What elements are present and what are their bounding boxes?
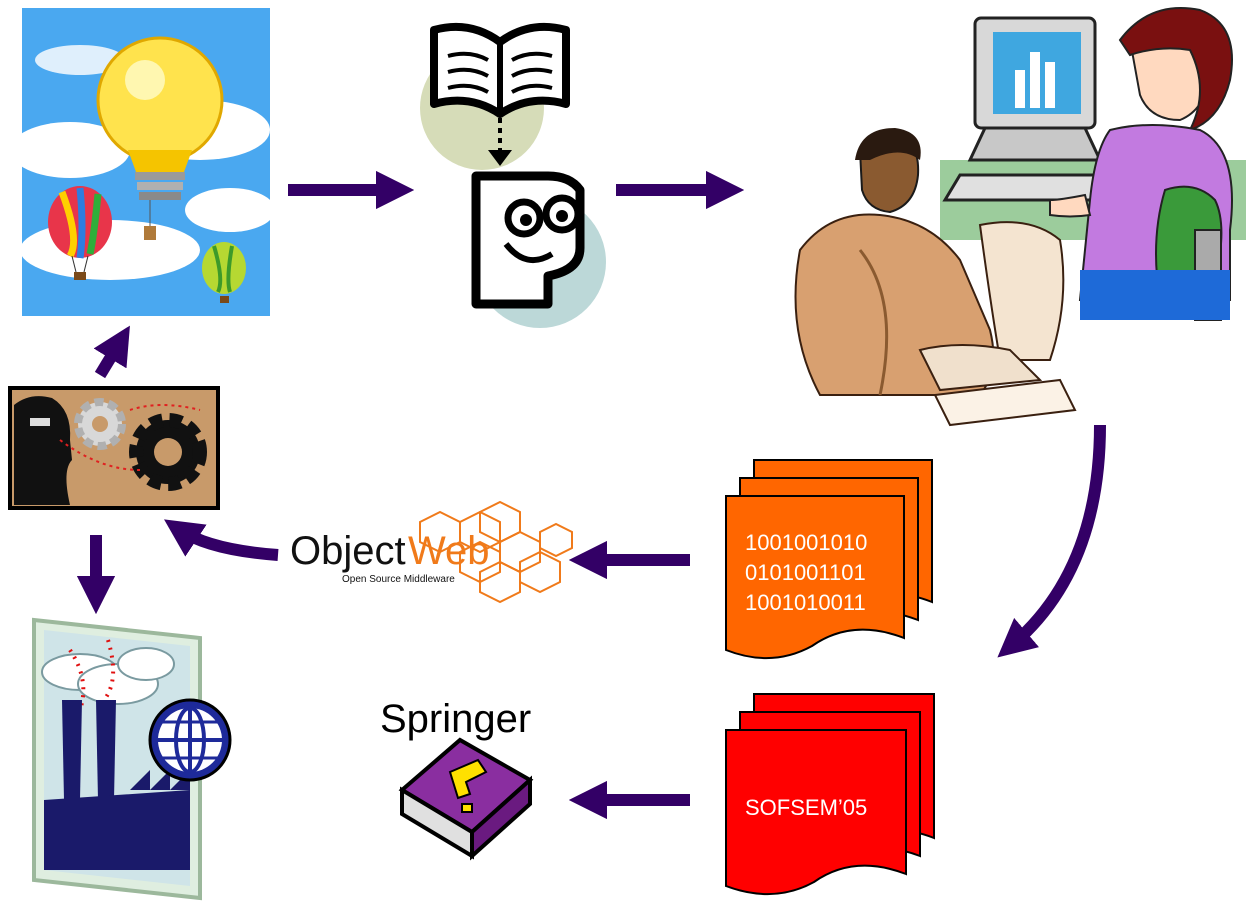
binary-line-3: 1001010011 xyxy=(745,590,866,615)
objectweb-logo: Object Web Open Source Middleware xyxy=(290,500,573,604)
objectweb-name-part1: Object xyxy=(290,529,406,573)
paper-label: SOFSEM’05 xyxy=(745,795,867,820)
objectweb-name-part2: Web xyxy=(408,529,490,573)
industry-factory-picture xyxy=(32,617,232,901)
arrow-work-to-paper xyxy=(997,424,1106,658)
conference-paper-document-stack: SOFSEM’05 xyxy=(725,693,935,895)
springer-book-icon: Springer xyxy=(380,697,534,861)
flow-arrows xyxy=(76,170,1106,820)
study-reading-icon xyxy=(420,22,606,328)
people-at-computer-illustration xyxy=(794,7,1246,427)
binary-line-1: 1001001010 xyxy=(745,530,867,555)
binary-line-2: 0101001101 xyxy=(745,560,866,585)
gears-thinking-icon xyxy=(8,386,220,510)
idea-lightbulb-picture xyxy=(10,8,275,316)
objectweb-tagline: Open Source Middleware xyxy=(342,574,455,585)
arrow-gears-to-idea xyxy=(93,325,130,379)
binary-code-document-stack: 1001001010 0101001101 1001010011 xyxy=(725,459,933,660)
arrow-objectweb-to-gears xyxy=(164,519,279,561)
springer-label: Springer xyxy=(380,697,531,741)
